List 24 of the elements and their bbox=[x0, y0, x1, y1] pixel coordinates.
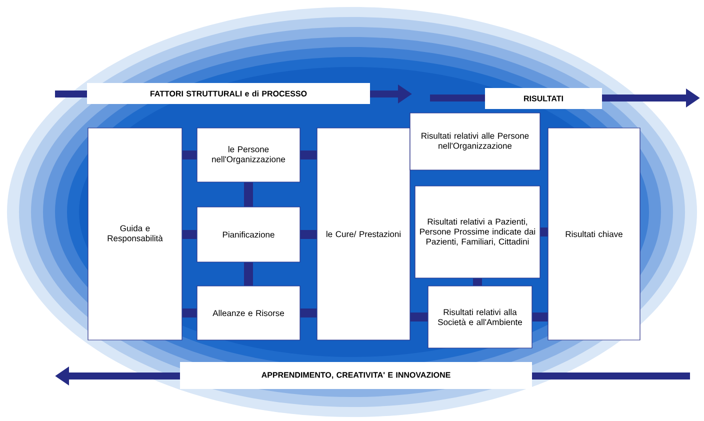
connector-bar bbox=[532, 312, 548, 322]
banner-label: RISULTATI bbox=[485, 88, 602, 109]
connector-bar bbox=[410, 312, 428, 322]
process-box: Risultati relativi a Pazienti, Persone Prossime indicate dai Pazienti, Familiari, Cittadini bbox=[414, 186, 540, 278]
process-box: le Cure/ Prestazioni bbox=[316, 128, 410, 340]
connector-bar bbox=[300, 230, 317, 239]
connector-bar bbox=[300, 308, 317, 318]
process-box: Alleanze e Risorse bbox=[196, 286, 300, 340]
connector-bar bbox=[182, 230, 197, 239]
connector-bar bbox=[300, 150, 317, 160]
process-box: Risultati chiave bbox=[548, 128, 640, 340]
process-box: Pianificazione bbox=[196, 206, 300, 262]
connector-bar bbox=[244, 182, 253, 207]
banner-label: APPRENDIMENTO, CREATIVITA' E INNOVAZIONE bbox=[180, 362, 532, 389]
connector-bar bbox=[182, 150, 197, 160]
banner-label: FATTORI STRUTTURALI e di PROCESSO bbox=[87, 83, 370, 104]
connector-bar bbox=[244, 262, 253, 286]
connector-bar bbox=[182, 308, 197, 318]
connector-bar bbox=[473, 278, 482, 286]
process-box: Risultati relativi alla Società e all'Ambiente bbox=[428, 286, 532, 348]
connector-bar bbox=[540, 228, 548, 236]
process-box: Guida e Responsabilità bbox=[88, 128, 182, 340]
process-box: Risultati relativi alle Persone nell'Organizzazione bbox=[410, 112, 540, 170]
process-box: le Persone nell'Organizzazione bbox=[196, 128, 300, 182]
